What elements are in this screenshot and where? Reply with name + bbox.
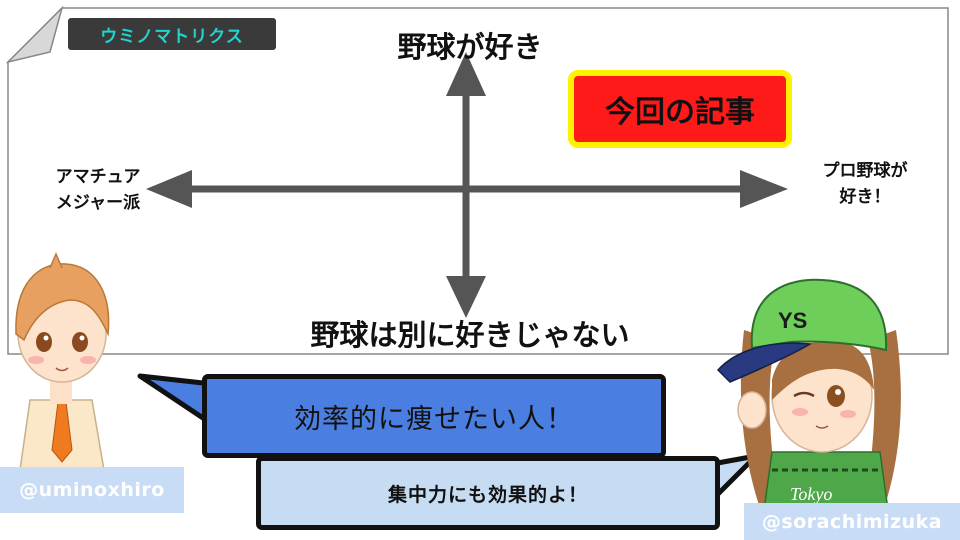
boy-character [15,252,110,471]
handle-right: @sorachimizuka [744,503,960,540]
axis-label-left: アマチュア メジャー派 [28,164,168,216]
arrow-down-head [446,276,486,318]
axis-label-right-line1: プロ野球が [822,161,908,181]
handle-left: @uminoxhiro [0,467,184,513]
speech-bubble-blue: 効率的に痩せたい人！ [202,374,666,458]
matrix-title-tag: ウミノマトリクス [68,18,276,50]
girl-character: Tokyo YS [716,278,901,511]
jersey-text: Tokyo [790,484,832,504]
axis-label-top: 野球が好き [397,30,543,64]
matrix-axes [146,52,788,318]
paper-fold-corner [5,5,64,64]
arrow-up-head [446,52,486,96]
speech-bubble-light: 集中力にも効果的よ！ [256,456,720,530]
axis-label-right-line2: 好き！ [839,187,891,207]
arrow-right-head [740,170,788,208]
cap-logo-text: YS [778,308,807,333]
axis-label-left-line2: メジャー派 [55,193,141,213]
arrow-left-head [146,170,192,208]
axis-label-right: プロ野球が 好き！ [800,158,930,210]
current-article-badge: 今回の記事 [568,70,792,148]
axis-label-left-line1: アマチュア [55,167,141,187]
axis-label-bottom: 野球は別に好きじゃない [310,318,630,352]
